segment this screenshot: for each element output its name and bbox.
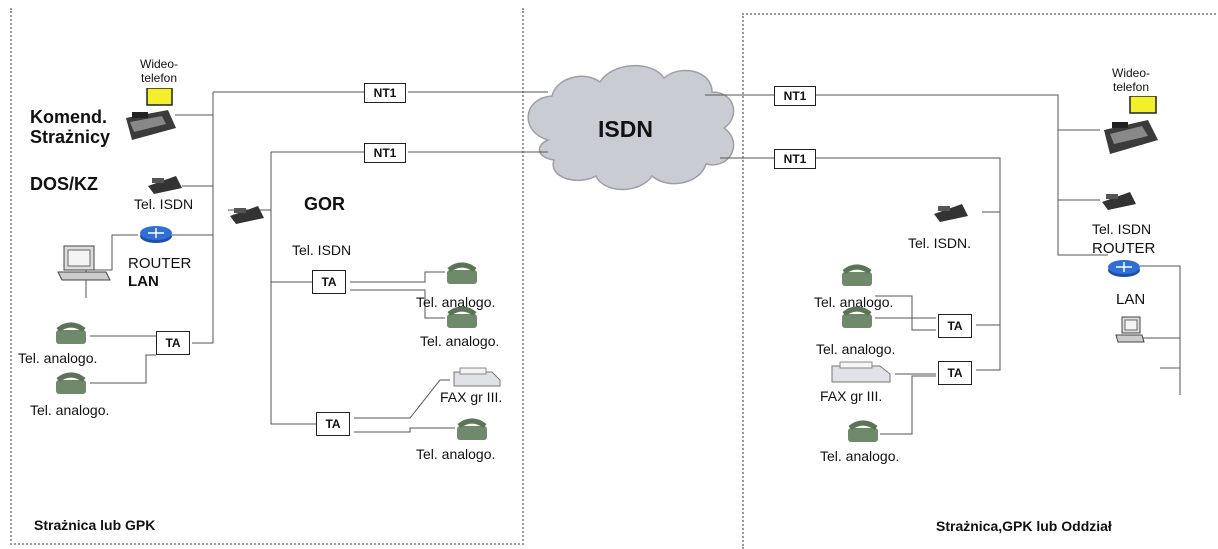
right-tel-analog-label-2: Tel. analogo. bbox=[816, 341, 896, 357]
right-tel-isdn-label: Tel. ISDN bbox=[1092, 221, 1152, 237]
left-site-boundary bbox=[10, 8, 524, 545]
computer-icon bbox=[1115, 316, 1145, 343]
right-tel-analog-label-3: Tel. analogo. bbox=[820, 448, 900, 464]
left-tel-analog-label-2: Tel. analogo. bbox=[30, 402, 110, 418]
nt1-box-left-top: NT1 bbox=[364, 83, 406, 103]
right-lan-label: LAN bbox=[1116, 291, 1146, 308]
gor-tel-isdn-label: Tel. ISDN bbox=[292, 242, 352, 258]
right-zone-label: Strażnica,GPK lub Oddział bbox=[936, 518, 1112, 534]
left-videophone-label: Wideo-telefon bbox=[140, 57, 179, 85]
right-fax-label: FAX gr III. bbox=[820, 388, 883, 404]
commander-label: Komend.Strażnicy bbox=[30, 107, 111, 147]
isdn-phone-icon bbox=[230, 206, 264, 224]
isdn-cloud-icon bbox=[527, 65, 735, 191]
right-tel-analog-label-1: Tel. analogo. bbox=[814, 294, 894, 310]
ta-box-right-1: TA bbox=[938, 314, 972, 338]
analog-phone-icon bbox=[842, 264, 872, 286]
isdn-phone-icon bbox=[148, 176, 182, 194]
dos-kz-label: DOS/KZ bbox=[30, 174, 99, 194]
analog-phone-icon bbox=[56, 372, 86, 394]
ta-box-left-2: TA bbox=[312, 270, 346, 294]
nt1-box-right-top: NT1 bbox=[774, 86, 816, 106]
left-zone-label: Strażnica lub GPK bbox=[34, 517, 156, 533]
router-icon bbox=[140, 226, 172, 243]
analog-phone-icon bbox=[457, 418, 487, 440]
ta-box-right-2: TA bbox=[938, 361, 972, 385]
router-icon bbox=[1108, 260, 1140, 277]
analog-phone-icon bbox=[447, 262, 477, 284]
fax-icon bbox=[453, 367, 501, 387]
nt1-box-right-bottom: NT1 bbox=[774, 149, 816, 169]
right-site-boundary bbox=[742, 13, 1216, 549]
ta-box-left-1: TA bbox=[156, 331, 190, 355]
right-tel-isdn-dot-label: Tel. ISDN. bbox=[908, 235, 972, 251]
isdn-phone-icon bbox=[1102, 192, 1136, 210]
analog-phone-icon bbox=[447, 306, 477, 328]
videophone-icon bbox=[1104, 96, 1158, 154]
left-fax-label: FAX gr III. bbox=[440, 389, 503, 405]
analog-phone-icon bbox=[842, 306, 872, 328]
left-lan-label: LAN bbox=[128, 273, 159, 290]
ta-box-left-3: TA bbox=[316, 412, 350, 436]
left-router-label: ROUTER bbox=[128, 255, 192, 272]
isdn-phone-icon bbox=[934, 204, 968, 222]
nt1-box-left-bottom: NT1 bbox=[364, 143, 406, 163]
gor-label: GOR bbox=[304, 194, 346, 214]
analog-phone-icon bbox=[56, 322, 86, 344]
left-tel-analog-label-3: Tel. analogo. bbox=[416, 294, 496, 310]
right-router-label: ROUTER bbox=[1092, 240, 1156, 257]
left-tel-isdn-label: Tel. ISDN bbox=[134, 196, 194, 212]
analog-phone-icon bbox=[848, 420, 878, 442]
left-tel-analog-label-4: Tel. analogo. bbox=[420, 333, 500, 349]
isdn-cloud-label: ISDN bbox=[598, 116, 653, 142]
computer-icon bbox=[57, 245, 111, 281]
left-tel-analog-label-1: Tel. analogo. bbox=[18, 350, 98, 366]
left-tel-analog-label-5: Tel. analogo. bbox=[416, 446, 496, 462]
right-videophone-label: Wideo-telefon bbox=[1112, 66, 1151, 94]
videophone-icon bbox=[126, 88, 176, 140]
fax-icon bbox=[831, 361, 891, 383]
